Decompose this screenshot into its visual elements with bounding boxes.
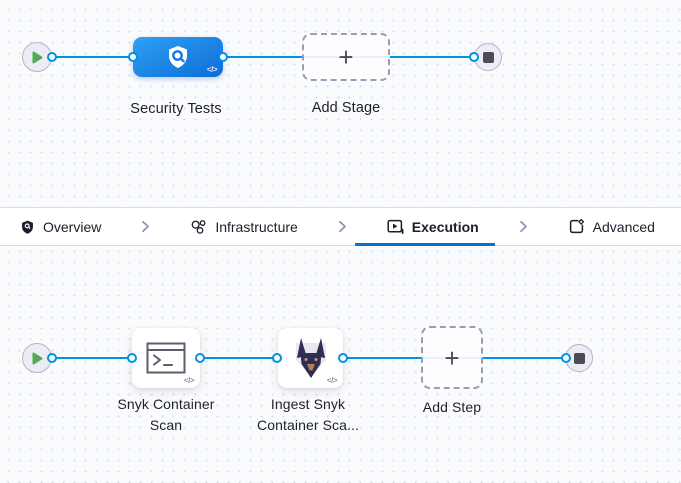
connector-port[interactable] xyxy=(195,353,205,363)
connector-port[interactable] xyxy=(469,52,479,62)
stage-config-tabbar: Overview Infrastructure xyxy=(0,207,681,246)
stop-icon xyxy=(482,51,494,63)
step-card-snyk-container-scan[interactable]: </> xyxy=(132,328,200,388)
active-tab-underline xyxy=(355,243,495,246)
plus-icon: + xyxy=(444,342,460,373)
cluster-icon xyxy=(190,219,207,235)
chevron-right-icon xyxy=(338,220,347,233)
tab-infrastructure[interactable]: Infrastructure xyxy=(190,208,298,245)
tab-execution[interactable]: Execution xyxy=(387,208,479,245)
add-stage-button[interactable]: + xyxy=(302,33,390,81)
play-icon xyxy=(32,51,42,63)
stage-edge xyxy=(52,56,476,58)
tab-overview[interactable]: Overview xyxy=(20,208,101,245)
connector-port[interactable] xyxy=(218,52,228,62)
snyk-doberman-icon xyxy=(295,338,326,378)
tab-label: Advanced xyxy=(592,218,655,235)
terminal-icon xyxy=(146,342,186,374)
step-card-ingest-snyk[interactable]: </> xyxy=(278,328,343,388)
stage-card-security-tests[interactable]: </> xyxy=(133,37,223,77)
connector-port[interactable] xyxy=(47,353,57,363)
plus-icon: + xyxy=(338,42,354,72)
stage-label: Security Tests xyxy=(130,101,222,117)
code-badge: </> xyxy=(183,376,195,385)
tab-advanced[interactable]: Advanced xyxy=(568,208,655,245)
code-badge: </> xyxy=(326,376,338,385)
chevron-right-icon xyxy=(141,220,150,233)
play-icon xyxy=(32,352,42,364)
tab-label: Execution xyxy=(411,218,479,235)
pipeline-start-node xyxy=(22,42,52,72)
connector-port[interactable] xyxy=(561,353,571,363)
code-badge: </> xyxy=(206,65,218,74)
add-stage-label: Add Stage xyxy=(311,100,381,116)
tab-label: Overview xyxy=(43,218,102,235)
add-step-button[interactable]: + xyxy=(421,326,483,389)
stop-icon xyxy=(573,352,585,364)
connector-port[interactable] xyxy=(272,353,282,363)
connector-port[interactable] xyxy=(338,353,348,363)
page-gear-icon xyxy=(568,218,585,235)
execution-play-icon xyxy=(387,219,404,235)
tab-label: Infrastructure xyxy=(215,218,298,235)
chevron-right-icon xyxy=(519,220,528,233)
shield-icon xyxy=(20,219,35,235)
step-label: Ingest Snyk Container Sca... xyxy=(257,396,359,433)
connector-port[interactable] xyxy=(127,353,137,363)
add-step-label: Add Step xyxy=(422,399,482,415)
connector-port[interactable] xyxy=(128,52,138,62)
step-label: Snyk Container Scan xyxy=(117,396,215,433)
connector-port[interactable] xyxy=(47,52,57,62)
shield-scan-icon xyxy=(169,46,187,68)
